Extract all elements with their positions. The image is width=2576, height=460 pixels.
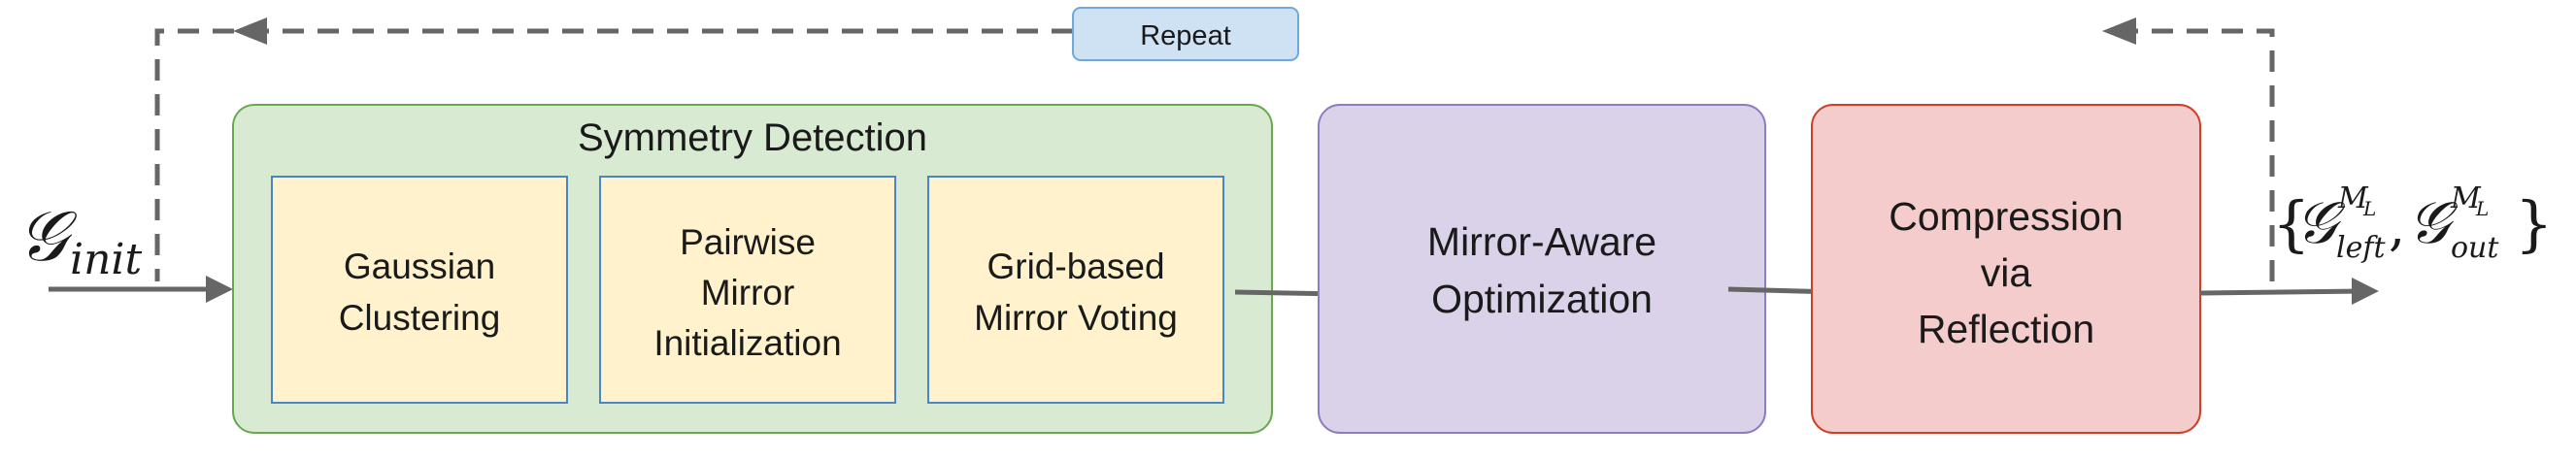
- output-open-brace: {: [2272, 188, 2310, 259]
- mirror-aware-optimization-line-1: Mirror-Aware: [1427, 219, 1656, 264]
- repeat-box: [1072, 7, 1299, 61]
- output-superscript-1: M: [2337, 181, 2369, 215]
- output-subscript-2: out: [2451, 231, 2499, 265]
- output-label: { 𝒢 M L left , 𝒢 M L out }: [2272, 181, 2553, 265]
- compression-via-reflection-line-3: Reflection: [1918, 307, 2094, 351]
- compression-via-reflection-line-1: Compression: [1889, 194, 2124, 239]
- repeat-arrowhead-right: [2102, 17, 2136, 45]
- input-symbol: 𝒢: [17, 195, 78, 277]
- input-subscript: init: [70, 235, 142, 284]
- compression-via-reflection-line-2: via: [1981, 250, 2032, 295]
- repeat-loop: Repeat: [154, 7, 2275, 281]
- repeat-loop-line-left: [154, 28, 1073, 281]
- repeat-loop-line-right: [2122, 28, 2275, 281]
- output-superscript-2: M: [2450, 181, 2482, 215]
- input-arrowhead: [206, 276, 233, 303]
- gaussian-clustering-box: [271, 176, 568, 404]
- repeat-arrowhead-left: [233, 17, 267, 45]
- pairwise-mirror-initialization-box: [599, 176, 896, 404]
- output-close-brace: }: [2515, 188, 2553, 259]
- mirror-aware-optimization-box: [1318, 104, 1766, 434]
- output-subscript-1: left: [2336, 231, 2386, 265]
- grid-based-mirror-voting-box: [927, 176, 1224, 404]
- compression-via-reflection-box: [1811, 104, 2201, 434]
- symmetry-detection-group: Symmetry Detection Gaussian Clustering P…: [232, 104, 1273, 434]
- pairwise-mirror-initialization-line-1: Pairwise: [680, 222, 816, 262]
- pairwise-mirror-initialization-line-2: Mirror: [701, 273, 795, 312]
- output-comma: ,: [2389, 196, 2405, 257]
- grid-based-mirror-voting-line-1: Grid-based: [987, 246, 1164, 286]
- output-superscript-1-sub: L: [2362, 197, 2376, 220]
- grid-based-mirror-voting-line-2: Mirror Voting: [974, 298, 1178, 338]
- output-superscript-2-sub: L: [2475, 197, 2489, 220]
- pairwise-mirror-initialization-line-3: Initialization: [653, 323, 841, 363]
- symmetry-detection-title: Symmetry Detection: [578, 116, 927, 159]
- gaussian-clustering-line-2: Clustering: [339, 298, 501, 338]
- output-arrow: [2199, 288, 2362, 296]
- repeat-label: Repeat: [1140, 20, 1231, 51]
- input-label: 𝒢 init: [17, 195, 142, 284]
- gaussian-clustering-line-1: Gaussian: [344, 246, 495, 286]
- mirror-aware-optimization-line-2: Optimization: [1431, 277, 1653, 321]
- mirror-aware-optimization-block: Mirror-Aware Optimization: [1318, 104, 1766, 434]
- output-arrowhead: [2352, 278, 2379, 305]
- compression-via-reflection-block: Compression via Reflection: [1811, 104, 2201, 434]
